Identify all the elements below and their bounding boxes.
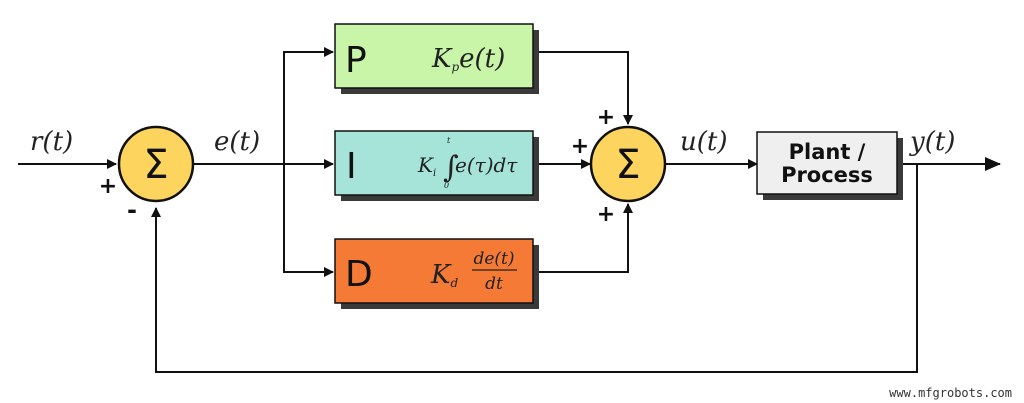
i-gain-sub: i [433, 168, 436, 179]
error-signal-label: e(t) [214, 127, 260, 157]
p-block-box [334, 23, 534, 89]
branch-to-p [283, 47, 334, 164]
i-term: e(τ)dτ [455, 153, 518, 177]
d-gain: K [430, 260, 452, 290]
integral-sign: ∫ [443, 150, 459, 185]
plant-label-line2: Process [781, 163, 873, 187]
svg-text:Kd: Kd [430, 260, 458, 290]
p-gain: K [431, 44, 453, 74]
control-signal-label: u(t) [680, 127, 727, 157]
i-block-letter: I [346, 146, 357, 187]
i-gain: K [417, 153, 434, 177]
p-term: e(t) [459, 44, 505, 74]
integral-upper-limit: t [447, 136, 451, 145]
input-sum-symbol: Σ [143, 142, 168, 188]
output-sum-symbol: Σ [615, 142, 640, 188]
d-numerator: de(t) [473, 249, 514, 269]
input-summing-junction: Σ [117, 125, 195, 203]
p-to-sum-line [533, 51, 633, 125]
output-sum-circle [589, 125, 667, 203]
plant-block: Plant / Process [756, 131, 903, 200]
d-gain-sub: d [450, 276, 458, 290]
derivative-block: D Kd de(t) dt [334, 238, 539, 309]
output-plus-top: + [597, 105, 615, 130]
input-sum-circle [117, 125, 195, 203]
svg-text:Kpe(t): Kpe(t) [431, 44, 505, 74]
feedback-line [151, 164, 918, 373]
i-block-box [334, 130, 534, 196]
watermark: www.mfgrobots.com [889, 386, 1012, 400]
output-signal-label: y(t) [909, 127, 955, 157]
output-summing-junction: Σ [589, 125, 667, 203]
input-plus-sign: + [99, 174, 117, 199]
integral-lower-limit: 0 [444, 181, 449, 190]
p-block-letter: P [345, 40, 367, 81]
output-plus-left: + [571, 134, 589, 159]
proportional-block: P Kpe(t) [334, 23, 539, 94]
d-to-sum-line [533, 203, 633, 273]
p-gain-sub: p [451, 60, 459, 74]
plant-label-line1: Plant / [789, 140, 866, 164]
integral-block: I Ki ∫ t 0 e(τ)dτ [334, 130, 539, 201]
output-plus-bottom: + [597, 202, 615, 227]
d-denominator: dt [485, 274, 503, 294]
svg-text:Ki: Ki [417, 153, 436, 179]
d-block-box [334, 238, 534, 304]
branch-to-d [283, 164, 334, 277]
d-block-letter: D [345, 254, 373, 295]
reference-signal-label: r(t) [30, 127, 73, 157]
input-minus-sign: - [127, 196, 137, 224]
plant-box [756, 131, 898, 195]
